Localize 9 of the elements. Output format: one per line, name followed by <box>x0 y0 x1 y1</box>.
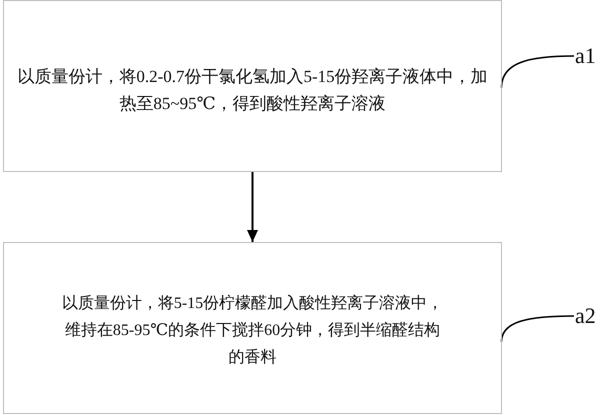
step-label: a2 <box>575 303 596 329</box>
step-text: 以质量份计，将0.2-0.7份干氯化氢加入5-15份羟离子液体中，加热至85~95℃，得到酸性羟离子溶液 <box>16 66 489 115</box>
step-text: 以质量份计，将5-15份柠檬醛加入酸性羟离子溶液中，维持在85-95℃的条件下搅拌60分钟，得到半缩醛结构的香料 <box>60 294 444 368</box>
leader-line <box>500 55 574 88</box>
leader-line <box>500 315 574 342</box>
process-box <box>3 242 502 414</box>
step-label: a1 <box>575 43 596 69</box>
process-box <box>3 0 502 172</box>
arrow <box>247 172 258 242</box>
